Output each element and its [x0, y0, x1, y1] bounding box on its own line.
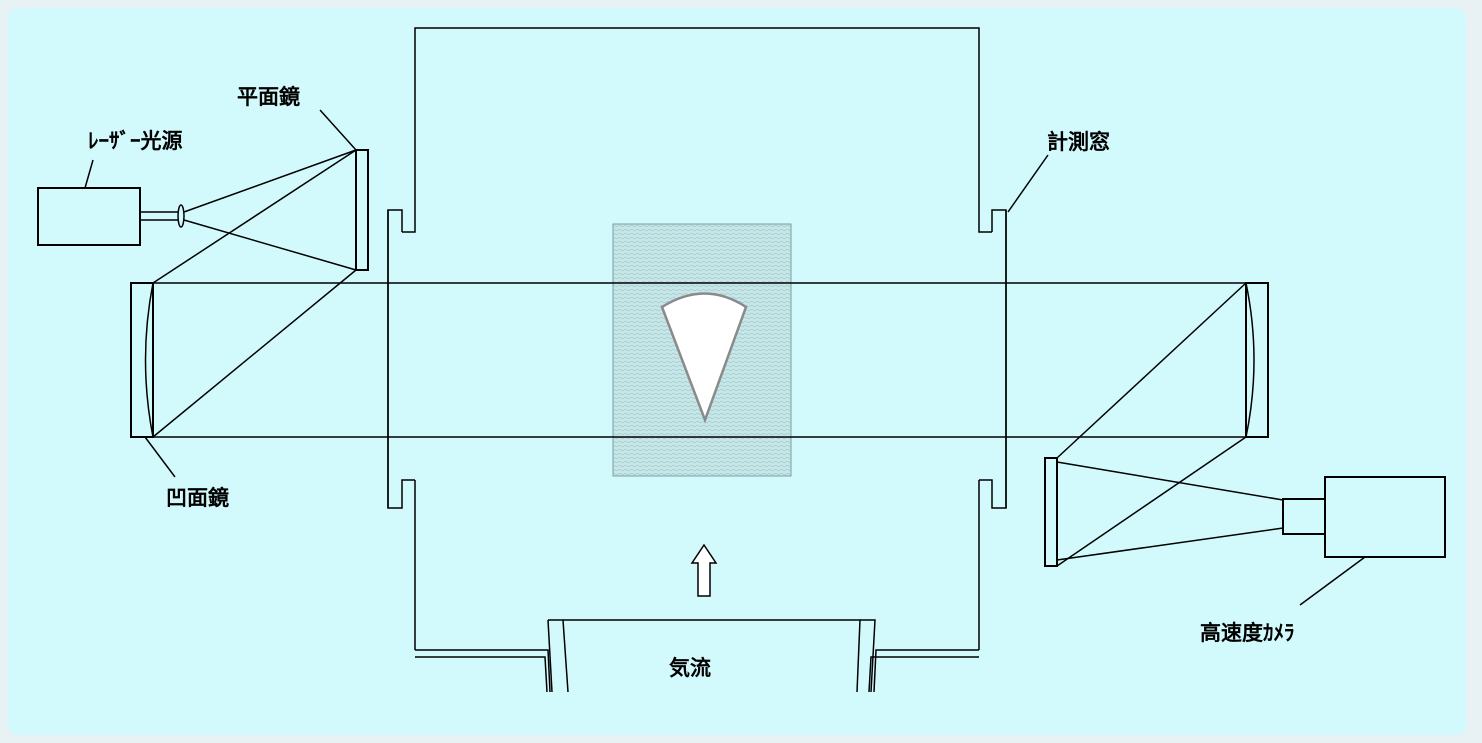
leader-camera [1299, 556, 1366, 606]
label-concave-mirror: 凹面鏡 [166, 486, 229, 510]
label-high-speed-camera: 高速度ｶﾒﾗ [1200, 621, 1295, 645]
label-laser-source: ﾚｰｻﾞｰ光源 [88, 129, 183, 153]
cone-model [660, 292, 748, 424]
label-measurement-window: 計測窓 [1047, 130, 1110, 154]
laser-lens [177, 204, 185, 228]
leader-laser [84, 159, 94, 189]
leader-plane-mirror [319, 109, 357, 151]
leader-concave [144, 436, 176, 478]
concave-mirror-right [1245, 282, 1269, 438]
leader-window [1007, 154, 1049, 213]
camera-body [1324, 476, 1446, 558]
plane-mirror-right [1044, 457, 1058, 567]
wind-tunnel-chamber [387, 27, 1007, 693]
label-plane-mirror: 平面鏡 [237, 85, 300, 109]
label-airflow: 気流 [669, 656, 711, 680]
laser-source-box [37, 187, 141, 246]
plane-mirror-left [355, 149, 369, 271]
up-arrow-icon [690, 543, 718, 597]
concave-mirror-left [130, 282, 154, 438]
